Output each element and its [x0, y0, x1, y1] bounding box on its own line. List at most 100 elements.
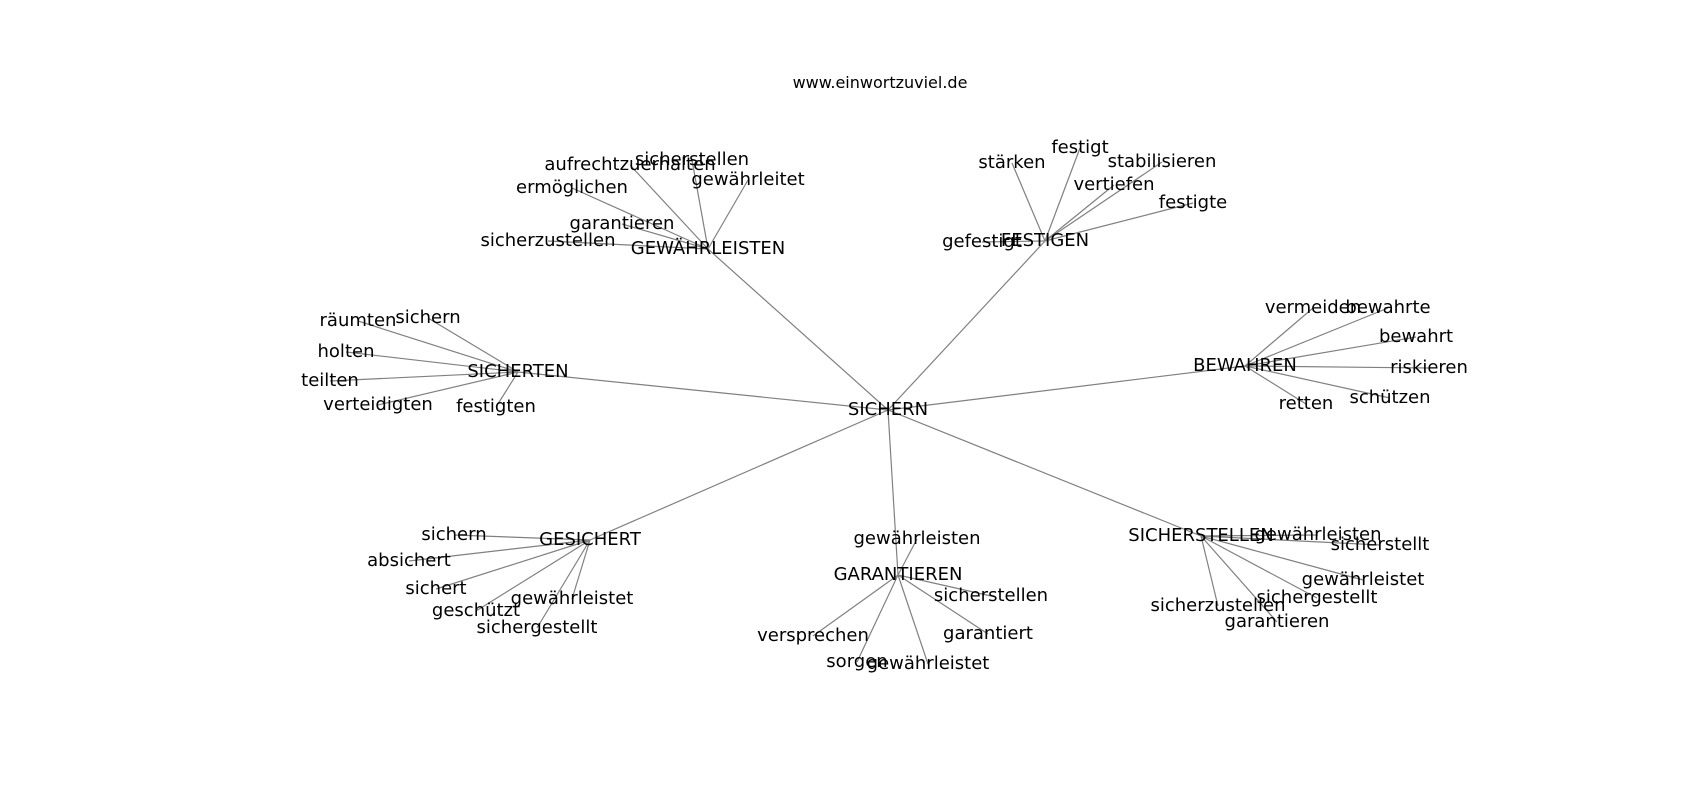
group-node-label: SICHERSTELLEN [1128, 525, 1273, 546]
word-node-label: sicherzustellen [480, 230, 615, 251]
word-node-label: gewährleitet [691, 169, 804, 190]
word-node-label: sicherstellen [934, 585, 1048, 606]
word-node-label: sichergestellt [1257, 587, 1378, 608]
group-node-label: FESTIGEN [1001, 230, 1089, 251]
word-node-label: stärken [978, 152, 1045, 173]
edge-root-to-group [589, 409, 889, 541]
word-node-label: festigte [1159, 192, 1227, 213]
edge-group-to-word [897, 538, 918, 576]
word-node-label: ermöglichen [516, 177, 628, 198]
graph-labels: SICHERNGEWÄHRLEISTENsicherstellenaufrech… [301, 137, 1468, 674]
word-node-label: räumten [320, 310, 397, 331]
word-node-label: sichern [421, 524, 486, 545]
edge-group-to-word [1244, 307, 1389, 367]
word-node-label: garantieren [570, 213, 675, 234]
edge-group-to-word [571, 539, 591, 600]
edge-group-to-word [1200, 535, 1364, 581]
word-node-label: aufrechtzuerhalten [544, 154, 715, 175]
edge-group-to-word [357, 320, 519, 373]
word-node-label: retten [1279, 393, 1334, 414]
word-node-label: gewährleisten [853, 528, 980, 549]
edge-group-to-word [453, 534, 591, 541]
graph-edges [329, 147, 1430, 665]
word-node-label: versprechen [757, 625, 869, 646]
edge-group-to-word [1244, 365, 1307, 405]
edge-group-to-word [691, 159, 709, 250]
word-node-label: holten [318, 341, 375, 362]
word-node-label: geschützt [432, 600, 520, 621]
group-node-label: SICHERTEN [467, 361, 568, 382]
edge-group-to-word [1244, 336, 1417, 367]
edge-group-to-word [408, 539, 591, 562]
edge-group-to-word [1044, 147, 1081, 242]
edge-root-to-group [517, 371, 889, 411]
edge-group-to-word [856, 574, 899, 663]
site-title: www.einwortzuviel.de [793, 73, 968, 92]
edge-group-to-word [1200, 535, 1381, 546]
word-node-label: vermeiden [1265, 297, 1361, 318]
edge-group-to-word [547, 240, 709, 250]
edge-group-to-word [427, 317, 519, 373]
edge-root-to-group [887, 409, 1202, 537]
edge-group-to-word [571, 187, 709, 250]
edge-group-to-word [707, 179, 749, 250]
edge-group-to-word [536, 539, 591, 629]
word-node-label: stabilisieren [1108, 151, 1217, 172]
edge-group-to-word [897, 574, 989, 635]
edge-group-to-word [1200, 535, 1318, 599]
word-node-label: gewährleistet [867, 653, 990, 674]
edge-root-to-group [887, 240, 1046, 411]
edge-group-to-word [495, 371, 519, 408]
edge-group-to-word [329, 371, 519, 382]
edge-root-to-group [887, 365, 1246, 411]
word-node-label: bewahrt [1379, 326, 1453, 347]
edge-group-to-word [475, 539, 591, 612]
word-node-label: gefestigt [942, 231, 1022, 252]
edge-group-to-word [621, 223, 709, 250]
word-node-label: bewahrte [1345, 297, 1430, 318]
word-node-label: verteidigten [323, 394, 433, 415]
group-node-label: GESICHERT [539, 529, 642, 550]
edge-group-to-word [1200, 535, 1278, 623]
edge-root-to-group [707, 248, 889, 411]
word-node-label: sorgen [826, 651, 887, 672]
word-node-label: sichern [395, 307, 460, 328]
group-node-label: GARANTIEREN [834, 564, 963, 585]
word-node-label: absichert [367, 550, 451, 571]
edge-group-to-word [1044, 161, 1163, 242]
word-node-label: gewährleisten [1254, 524, 1381, 545]
edge-group-to-word [1244, 307, 1314, 367]
word-node-label: sichert [405, 578, 466, 599]
word-node-label: vertiefen [1073, 174, 1154, 195]
edge-group-to-word [1244, 365, 1391, 399]
group-node-label: GEWÄHRLEISTEN [631, 238, 785, 259]
word-node-label: sicherstellt [1331, 534, 1430, 555]
edge-group-to-word [897, 574, 929, 665]
word-node-label: gewährleistet [1302, 569, 1425, 590]
edge-group-to-word [1044, 202, 1194, 242]
edge-group-to-word [435, 539, 591, 590]
edge-group-to-word [1044, 184, 1115, 242]
edge-group-to-word [1011, 162, 1046, 242]
word-node-label: sichergestellt [477, 617, 598, 638]
word-node-label: sicherzustellen [1150, 595, 1285, 616]
word-node-label: sicherstellen [635, 149, 749, 170]
word-node-label: garantieren [1225, 611, 1330, 632]
word-node-label: schützen [1349, 387, 1430, 408]
word-node-label: festigt [1051, 137, 1108, 158]
root-node-label: SICHERN [848, 399, 928, 420]
word-node-label: gewährleistet [511, 588, 634, 609]
edge-group-to-word [812, 574, 899, 637]
edge-group-to-word [981, 240, 1046, 243]
edge-group-to-word [629, 164, 709, 250]
group-node-label: BEWAHREN [1193, 355, 1297, 376]
edge-group-to-word [377, 371, 519, 406]
word-node-label: festigten [456, 396, 536, 417]
word-node-label: teilten [301, 370, 359, 391]
word-node-label: riskieren [1390, 357, 1468, 378]
word-node-label: garantiert [943, 623, 1033, 644]
edge-group-to-word [1200, 534, 1319, 537]
edge-group-to-word [897, 574, 992, 597]
edge-group-to-word [1200, 535, 1219, 607]
